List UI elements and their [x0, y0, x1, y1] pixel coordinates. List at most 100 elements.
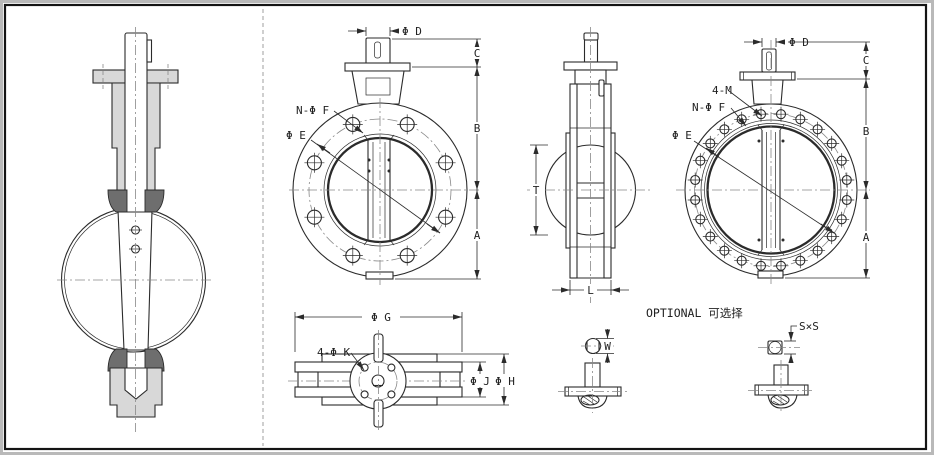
drawing-geometry	[781, 238, 785, 242]
drawing-geometry	[350, 352, 365, 371]
bolt-hole-centermark	[839, 172, 855, 188]
dim-l: L	[552, 280, 629, 297]
leader-n-phi-f-small: N-Φ F	[296, 104, 364, 134]
drawing-geometry	[365, 271, 394, 280]
bolt-hole-centermark	[692, 211, 708, 227]
optional-section: OPTIONAL 可选择 W	[558, 306, 819, 413]
drawing-geometry	[439, 371, 461, 388]
drawing-geometry	[757, 124, 785, 256]
drawing-geometry	[766, 51, 772, 71]
drawing-geometry	[471, 47, 483, 59]
leader-phi-e-small: Φ E	[286, 129, 441, 234]
drawing-geometry	[820, 223, 835, 234]
drawing-geometry	[387, 390, 396, 399]
dim-phi-d-small: Φ D	[348, 25, 422, 38]
bolt-holes-large	[687, 106, 855, 274]
leader-4-phi-k: 4-Φ K	[317, 346, 365, 371]
drawing-geometry	[602, 340, 613, 352]
drawing-geometry	[107, 189, 128, 213]
drawing-geometry	[387, 363, 396, 372]
drawing-geometry	[387, 158, 391, 162]
drawing-geometry	[124, 32, 148, 213]
bolt-hole-centermark	[304, 152, 325, 173]
dim-t: T	[530, 144, 548, 236]
optional-round-stem: W	[558, 329, 628, 413]
drawing-geometry	[781, 139, 785, 143]
dim-phi-d-large: Φ D	[744, 36, 809, 49]
drawing-geometry	[365, 77, 391, 96]
bolt-hole-centermark	[342, 114, 363, 135]
label-w: W	[604, 340, 611, 353]
drawing-geometry	[492, 374, 518, 387]
drawing-geometry	[772, 395, 788, 406]
leader-4m: 4-M	[712, 84, 763, 117]
label-phi-d-large: Φ D	[789, 36, 809, 49]
label-optional: OPTIONAL 可选择	[646, 306, 743, 320]
bolt-holes-small	[304, 114, 456, 266]
drawing-geometry	[757, 139, 761, 143]
drawing-geometry	[757, 238, 761, 242]
drawing-geometry	[351, 70, 405, 105]
drawing-geometry	[358, 361, 398, 401]
label-l: L	[587, 284, 594, 297]
drawing-geometry	[387, 169, 391, 173]
drawing-geometry	[344, 62, 411, 72]
drawing-geometry	[144, 189, 165, 213]
drawing-geometry	[583, 39, 599, 63]
label-phi-e-small: Φ E	[286, 129, 306, 142]
bolt-hole-centermark	[397, 114, 418, 135]
drawing-geometry	[374, 41, 381, 59]
bolt-hole-centermark	[342, 245, 363, 266]
drawing-geometry	[146, 39, 153, 63]
label-phi-j: Φ J	[470, 375, 490, 388]
drawing-geometry	[757, 270, 784, 279]
drawing-geometry	[360, 390, 369, 399]
drawing-geometry	[316, 143, 331, 154]
bolt-hole-centermark	[824, 135, 840, 151]
drawing-geometry	[371, 374, 385, 388]
label-c-small: C	[474, 47, 481, 60]
label-sxs: S×S	[799, 320, 819, 333]
bolt-hole-centermark	[716, 243, 732, 259]
drawing-geometry	[107, 348, 128, 372]
bolt-hole-centermark	[792, 253, 808, 269]
bolt-hole-centermark	[773, 106, 789, 122]
bolt-hole-centermark	[435, 207, 456, 228]
bolt-hole-centermark	[687, 192, 703, 208]
bolt-hole-centermark	[397, 245, 418, 266]
drawing-geometry	[761, 48, 777, 73]
drawing-geometry	[693, 140, 835, 234]
top-view: Φ G 4-Φ K Φ J Φ H	[288, 311, 518, 431]
drawing-geometry	[144, 348, 165, 372]
drawing-geometry	[297, 371, 319, 388]
optional-square-stem: S×S	[748, 320, 819, 413]
label-t: T	[533, 184, 540, 197]
bolt-hole-centermark	[839, 192, 855, 208]
bolt-hole-centermark	[810, 121, 826, 137]
drawing-geometry	[310, 139, 441, 234]
drawing-geometry	[569, 83, 578, 279]
label-phi-h: Φ H	[495, 375, 515, 388]
side-view: T L	[527, 27, 652, 303]
drawing-geometry	[754, 384, 809, 396]
drawing-geometry	[790, 325, 797, 333]
drawing-geometry	[728, 90, 763, 117]
bolt-hole-centermark	[734, 253, 750, 269]
label-phi-d-small: Φ D	[402, 25, 422, 38]
label-phi-g: Φ G	[371, 311, 391, 324]
front-view-small: Φ D C B A N-Φ F Φ E	[286, 25, 483, 285]
label-n-phi-f-small: N-Φ F	[296, 104, 329, 117]
bolt-hole-centermark	[834, 211, 850, 227]
bolt-hole-centermark	[435, 152, 456, 173]
drawing-geometry	[577, 395, 608, 409]
drawing-geometry	[705, 147, 720, 158]
drawing-geometry	[584, 284, 597, 296]
drawing-geometry	[603, 83, 612, 279]
drawing-geometry	[367, 158, 371, 162]
dim-cba-large: C B A	[785, 41, 872, 279]
bolt-hole-centermark	[792, 111, 808, 127]
label-b-large: B	[863, 125, 870, 138]
drawing-geometry	[767, 394, 798, 409]
drawing-geometry	[124, 367, 148, 400]
drawing-geometry	[583, 32, 599, 41]
